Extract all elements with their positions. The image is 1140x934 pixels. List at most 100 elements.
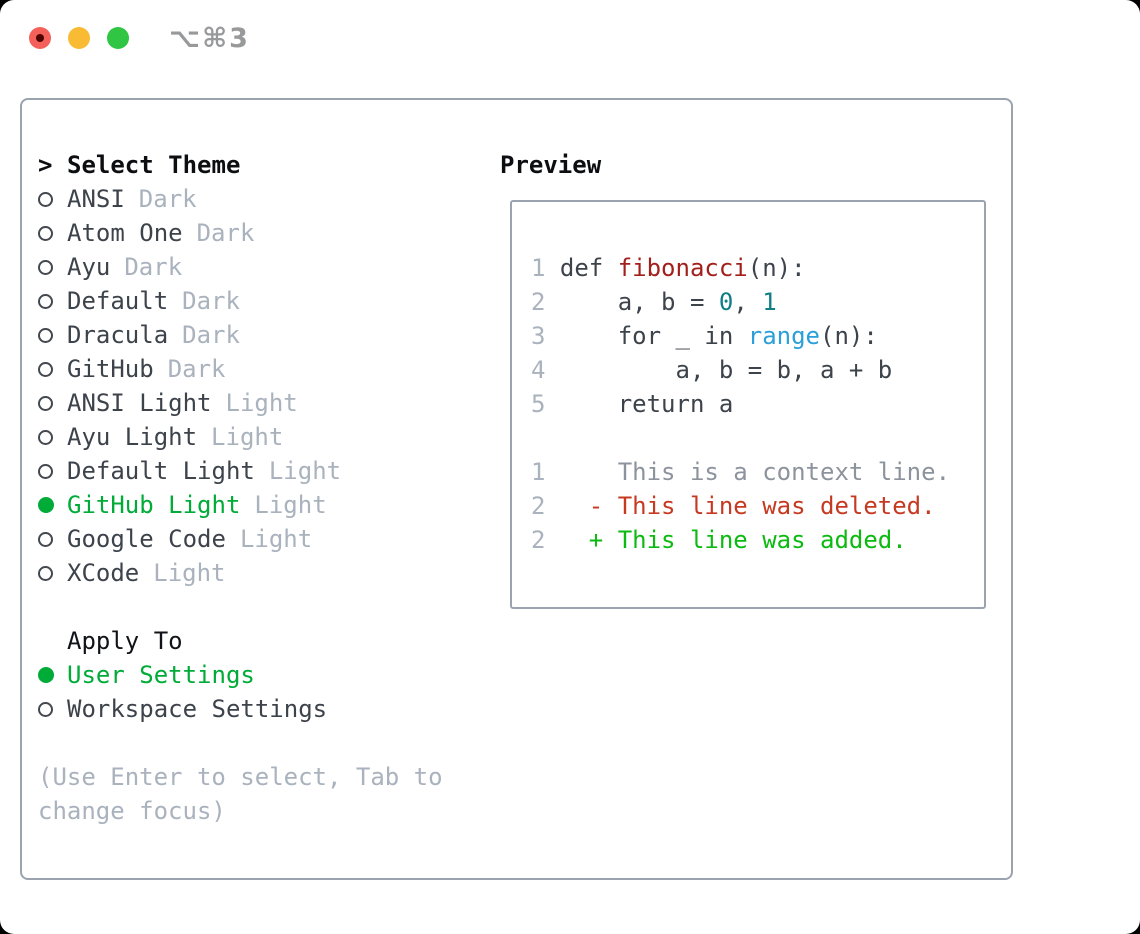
code-line: 1 def fibonacci(n): — [531, 251, 984, 285]
radio-icon — [38, 259, 67, 275]
record-dot-icon — [36, 34, 44, 42]
theme-option-label: Google Code — [67, 525, 226, 553]
theme-option-ansi-light[interactable]: ANSI Light Light — [38, 386, 488, 420]
line-number: 2 — [531, 288, 560, 316]
code-token-code: a, b = — [559, 288, 719, 316]
select-theme-label: Select Theme — [67, 151, 241, 179]
blank-line — [531, 421, 984, 455]
theme-option-label: Ayu Light — [67, 423, 198, 451]
diff-line-added: 2 + This line was added. — [531, 523, 984, 557]
radio-icon — [38, 701, 67, 717]
code-token-func: fibonacci — [617, 254, 748, 282]
spacer — [38, 590, 488, 624]
theme-option-label: ANSI Light — [67, 389, 212, 417]
theme-variant-tag: Dark — [138, 185, 197, 213]
theme-option-ayu[interactable]: Ayu Dark — [38, 250, 488, 284]
apply-option-user-settings[interactable]: User Settings — [38, 658, 488, 692]
theme-option-label: Dracula — [67, 321, 169, 349]
radio-selected-icon — [38, 667, 67, 683]
prompt-caret-icon: > — [38, 151, 53, 179]
radio-icon — [38, 293, 67, 309]
line-number: 1 — [531, 254, 560, 282]
radio-icon — [38, 531, 67, 547]
radio-icon — [38, 361, 67, 377]
theme-variant-tag: Light — [239, 525, 313, 553]
window-title: ⌥⌘3 — [169, 22, 250, 54]
theme-option-label: GitHub — [67, 355, 154, 383]
radio-icon — [38, 225, 67, 241]
theme-option-github[interactable]: GitHub Dark — [38, 352, 488, 386]
theme-option-label: Default — [67, 287, 169, 315]
theme-variant-tag: Light — [211, 423, 284, 451]
code-token-code: def — [559, 254, 618, 282]
theme-option-label: GitHub Light — [67, 491, 241, 519]
code-token-code: for _ in — [559, 322, 748, 350]
zoom-button[interactable] — [107, 27, 129, 49]
preview-title: Preview — [500, 151, 602, 179]
diff-text: This is a context line. — [545, 458, 951, 486]
code-token-code: return a — [559, 390, 734, 418]
hint-line-1: (Use Enter to select, Tab to — [38, 763, 443, 791]
code-line: 5 return a — [531, 387, 984, 421]
theme-variant-tag: Light — [268, 457, 342, 485]
line-number: 3 — [531, 322, 560, 350]
theme-variant-tag: Light — [254, 491, 327, 519]
theme-option-label: Ayu — [67, 253, 111, 281]
close-button[interactable] — [29, 27, 51, 49]
code-line: 4 a, b = b, a + b — [531, 353, 984, 387]
line-number: 2 — [531, 526, 546, 554]
theme-option-default[interactable]: Default Dark — [38, 284, 488, 318]
theme-variant-tag: Light — [225, 389, 298, 417]
code-line: 2 a, b = 0, 1 — [531, 285, 984, 319]
theme-option-github-light[interactable]: GitHub Light Light — [38, 488, 488, 522]
theme-variant-tag: Dark — [182, 321, 240, 349]
theme-option-label: Default Light — [67, 457, 255, 485]
code-line: 3 for _ in range(n): — [531, 319, 984, 353]
line-number: 2 — [531, 492, 546, 520]
diff-line-context: 1 This is a context line. — [531, 455, 984, 489]
radio-icon — [38, 463, 67, 479]
radio-icon — [38, 327, 67, 343]
radio-selected-icon — [38, 497, 67, 513]
line-number: 5 — [531, 390, 560, 418]
diff-line-deleted: 2 - This line was deleted. — [531, 489, 984, 523]
theme-option-ayu-light[interactable]: Ayu Light Light — [38, 420, 488, 454]
radio-icon — [38, 395, 67, 411]
radio-icon — [38, 429, 67, 445]
code-token-builtin: range — [747, 322, 820, 350]
theme-option-atom-one[interactable]: Atom One Dark — [38, 216, 488, 250]
theme-variant-tag: Dark — [167, 355, 226, 383]
code-token-num: 1 — [762, 288, 777, 316]
theme-variant-tag: Dark — [124, 253, 183, 281]
code-token-code: (n): — [747, 254, 806, 282]
apply-to-header: Apply To — [38, 624, 488, 658]
line-number: 4 — [531, 356, 560, 384]
theme-variant-tag: Dark — [196, 219, 255, 247]
theme-option-google-code[interactable]: Google Code Light — [38, 522, 488, 556]
theme-variant-tag: Light — [153, 559, 226, 587]
apply-option-label: User Settings — [67, 661, 255, 689]
theme-variant-tag: Dark — [182, 287, 240, 315]
theme-option-label: Atom One — [67, 219, 183, 247]
diff-text: - This line was deleted. — [545, 492, 936, 520]
apply-to-label: Apply To — [67, 627, 183, 655]
line-number: 1 — [531, 458, 546, 486]
theme-option-dracula[interactable]: Dracula Dark — [38, 318, 488, 352]
apply-option-workspace-settings[interactable]: Workspace Settings — [38, 692, 488, 726]
apply-option-label: Workspace Settings — [67, 695, 328, 723]
select-theme-header: > Select Theme — [38, 148, 488, 182]
hint-line-2: change focus) — [38, 797, 226, 825]
radio-icon — [38, 191, 67, 207]
spacer — [38, 726, 488, 760]
code-token-code: (n): — [820, 322, 878, 350]
theme-option-default-light[interactable]: Default Light Light — [38, 454, 488, 488]
minimize-button[interactable] — [68, 27, 90, 49]
radio-icon — [38, 565, 67, 581]
